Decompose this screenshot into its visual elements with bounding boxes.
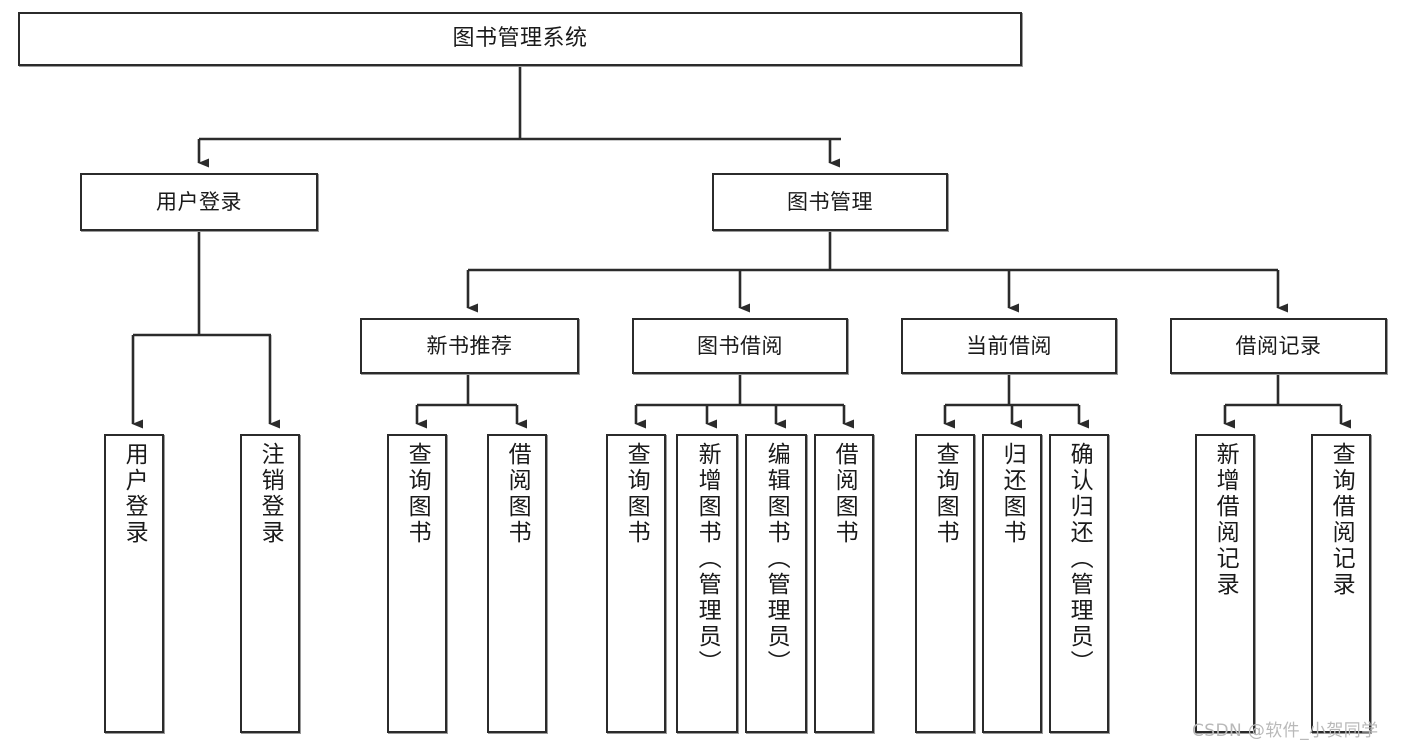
node-current-borrow-label: 当前借阅 bbox=[966, 333, 1052, 358]
leaf-confirm-return-admin[interactable]: 确认归还（管理员） bbox=[1049, 434, 1109, 733]
node-book-borrow[interactable]: 图书借阅 bbox=[632, 318, 848, 374]
node-user-login[interactable]: 用户登录 bbox=[80, 173, 318, 231]
leaf-query-book-current[interactable]: 查询图书 bbox=[915, 434, 975, 733]
leaf-query-book-borrow[interactable]: 查询图书 bbox=[606, 434, 666, 733]
leaf-return-book-label: 归还图书 bbox=[999, 442, 1026, 546]
leaf-borrow-book-borrow-label: 借阅图书 bbox=[831, 442, 858, 546]
node-user-login-label: 用户登录 bbox=[156, 189, 242, 214]
leaf-query-borrow-record[interactable]: 查询借阅记录 bbox=[1311, 434, 1371, 733]
node-borrow-record[interactable]: 借阅记录 bbox=[1170, 318, 1387, 374]
leaf-add-borrow-record-label: 新增借阅记录 bbox=[1212, 442, 1239, 598]
leaf-borrow-book-borrow[interactable]: 借阅图书 bbox=[814, 434, 874, 733]
leaf-borrow-book-recommend-label: 借阅图书 bbox=[504, 442, 531, 546]
leaf-edit-book-admin-label: 编辑图书（管理员） bbox=[763, 442, 790, 676]
node-new-book-recommend[interactable]: 新书推荐 bbox=[360, 318, 579, 374]
leaf-add-borrow-record[interactable]: 新增借阅记录 bbox=[1195, 434, 1255, 733]
leaf-confirm-return-admin-label: 确认归还（管理员） bbox=[1066, 442, 1093, 676]
leaf-logout-label: 注销登录 bbox=[257, 442, 284, 546]
node-root[interactable]: 图书管理系统 bbox=[18, 12, 1022, 66]
node-new-book-recommend-label: 新书推荐 bbox=[426, 333, 513, 358]
leaf-user-login[interactable]: 用户登录 bbox=[104, 434, 164, 733]
leaf-query-borrow-record-label: 查询借阅记录 bbox=[1328, 442, 1355, 598]
node-book-borrow-label: 图书借阅 bbox=[697, 333, 783, 358]
leaf-query-book-borrow-label: 查询图书 bbox=[623, 442, 650, 546]
leaf-user-login-label: 用户登录 bbox=[121, 442, 148, 546]
leaf-borrow-book-recommend[interactable]: 借阅图书 bbox=[487, 434, 547, 733]
leaf-query-book-recommend-label: 查询图书 bbox=[404, 442, 431, 546]
leaf-query-book-current-label: 查询图书 bbox=[932, 442, 959, 546]
csdn-watermark: CSDN @软件_小贺同学 bbox=[1192, 721, 1379, 741]
leaf-add-book-admin-label: 新增图书（管理员） bbox=[694, 442, 721, 676]
leaf-query-book-recommend[interactable]: 查询图书 bbox=[387, 434, 447, 733]
leaf-logout[interactable]: 注销登录 bbox=[240, 434, 300, 733]
node-current-borrow[interactable]: 当前借阅 bbox=[901, 318, 1117, 374]
leaf-return-book[interactable]: 归还图书 bbox=[982, 434, 1042, 733]
node-book-manage[interactable]: 图书管理 bbox=[712, 173, 948, 231]
node-book-manage-label: 图书管理 bbox=[787, 189, 873, 214]
node-borrow-record-label: 借阅记录 bbox=[1235, 333, 1322, 358]
leaf-edit-book-admin[interactable]: 编辑图书（管理员） bbox=[745, 434, 807, 733]
leaf-add-book-admin[interactable]: 新增图书（管理员） bbox=[676, 434, 738, 733]
node-root-label: 图书管理系统 bbox=[452, 26, 588, 52]
